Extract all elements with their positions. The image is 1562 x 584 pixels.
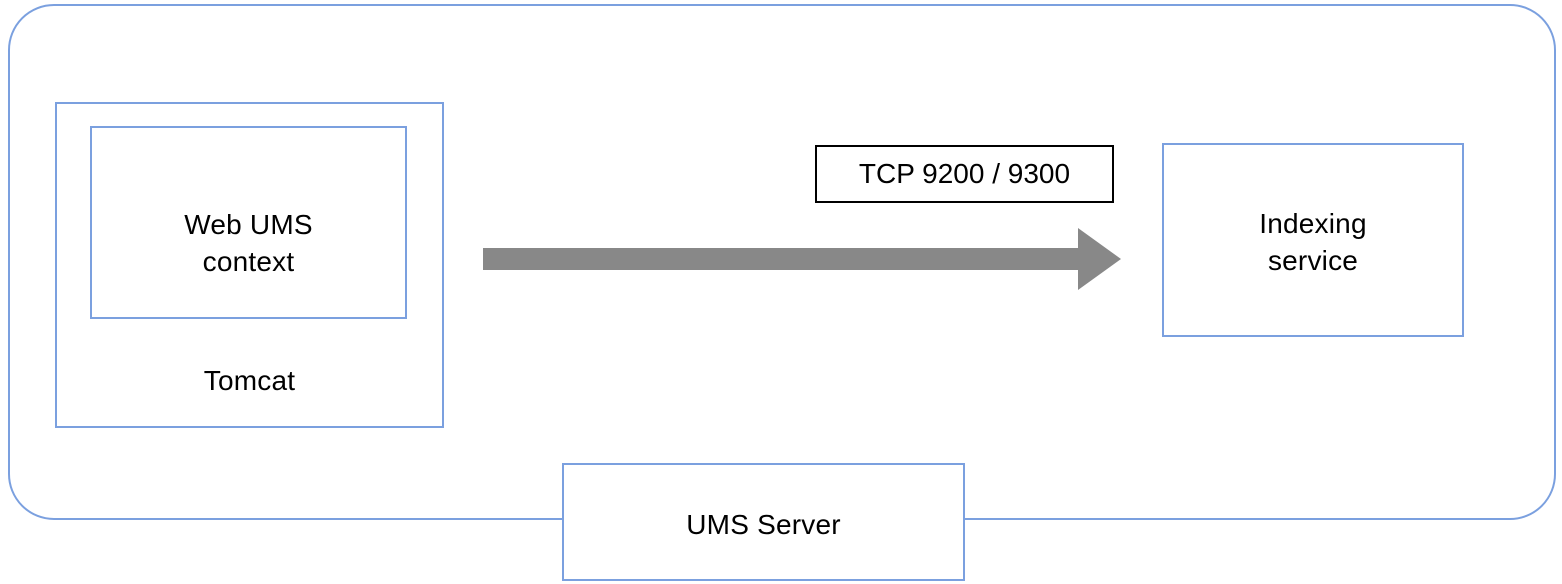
node-web-ums-context[interactable]: Web UMS context [90, 126, 407, 319]
node-indexing-service-label: Indexing service [1259, 208, 1367, 276]
node-ums-server[interactable]: UMS Server [562, 463, 965, 581]
node-indexing-service[interactable]: Indexing service [1162, 143, 1464, 337]
node-tomcat-label: Tomcat [203, 365, 296, 396]
connection-arrow-tomcat-to-indexing [483, 226, 1121, 292]
block-arrow-icon [483, 228, 1121, 290]
node-ums-server-label: UMS Server [686, 509, 841, 540]
connection-label-tcp-ports-text: TCP 9200 / 9300 [858, 158, 1071, 189]
connection-label-tcp-ports: TCP 9200 / 9300 [815, 145, 1114, 203]
node-web-ums-context-label: Web UMS context [184, 209, 313, 277]
